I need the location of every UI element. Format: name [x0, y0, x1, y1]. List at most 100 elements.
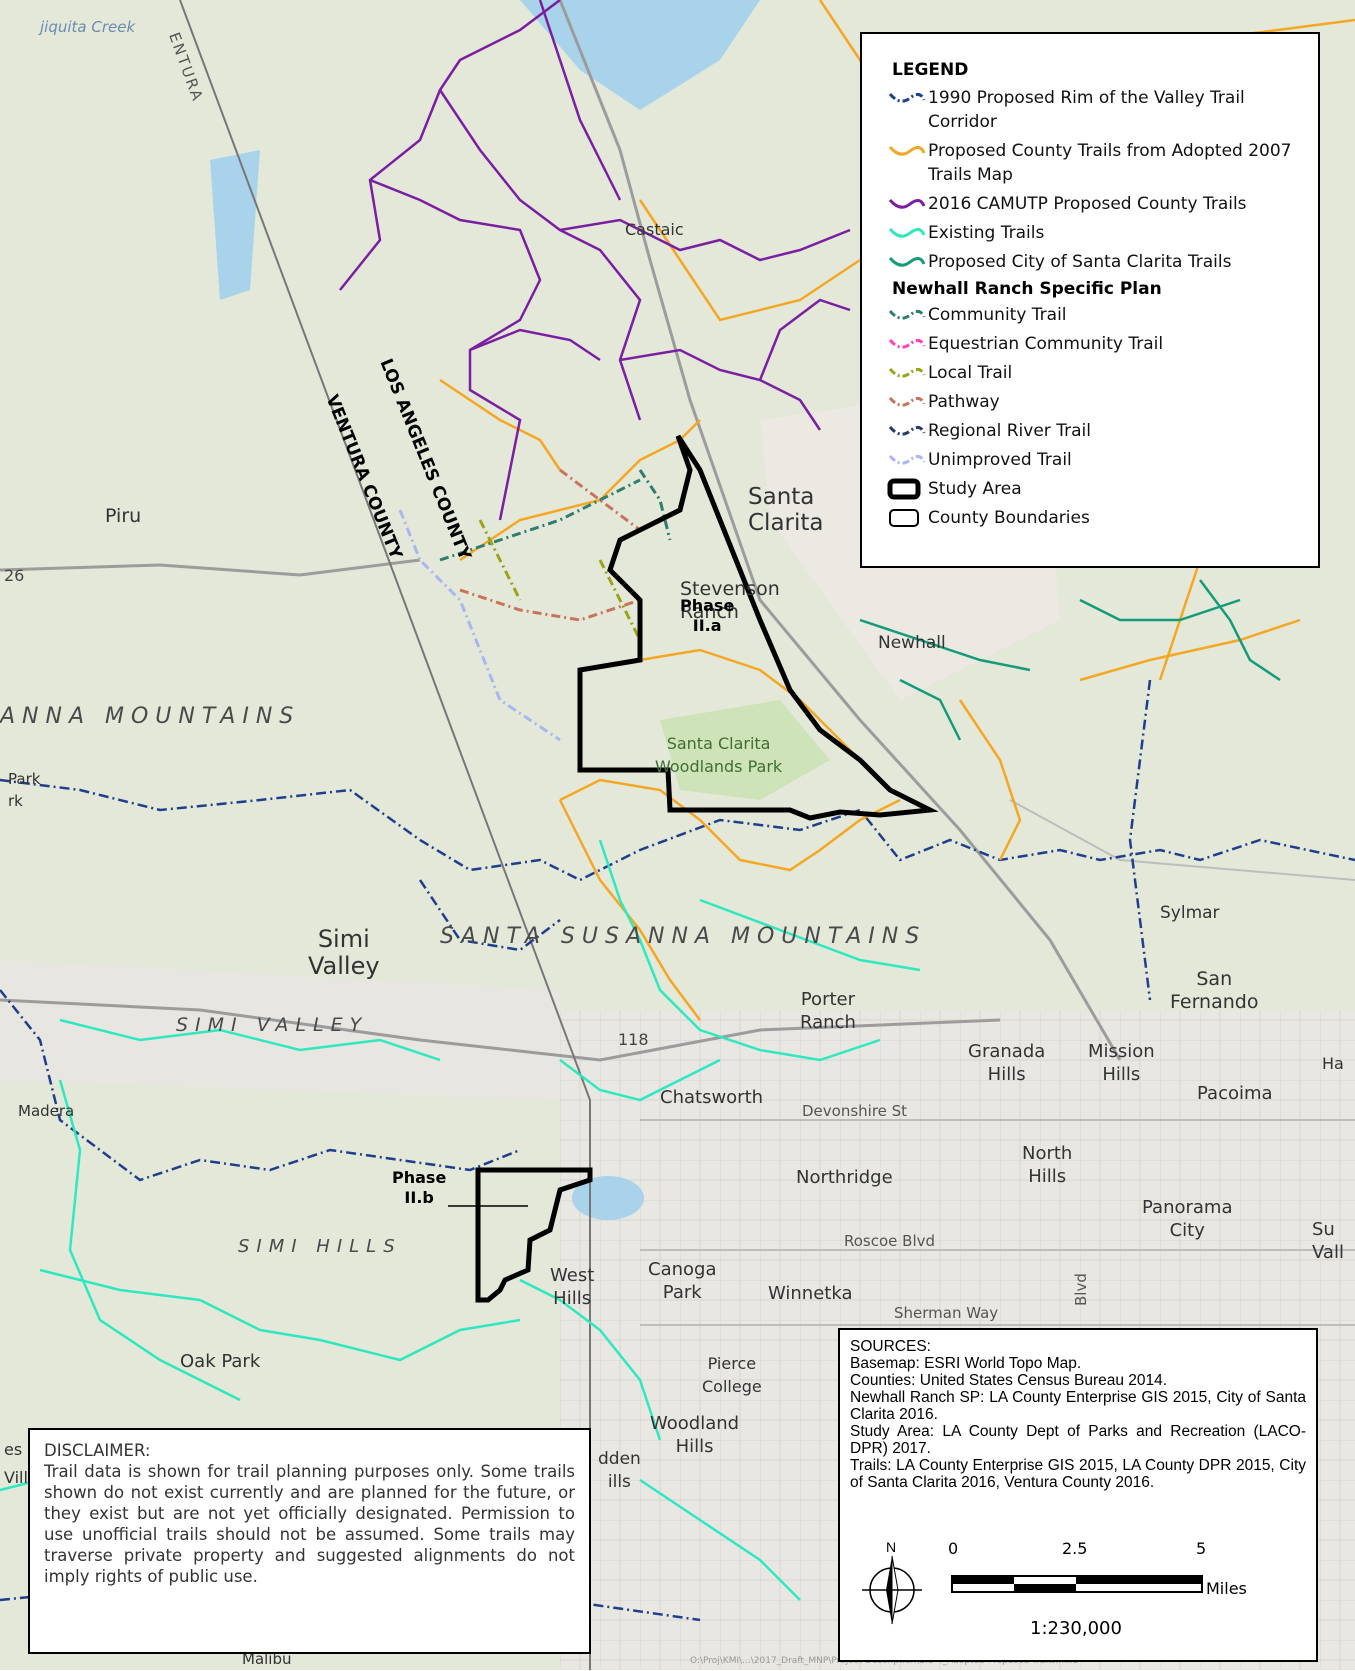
- legend-symbol-icon: [884, 477, 928, 501]
- label-hidden-hills: dden ills: [598, 1449, 641, 1492]
- label-pacoima: Pacoima: [1197, 1083, 1273, 1104]
- legend-item-label: 1990 Proposed Rim of the Valley Trail Co…: [928, 88, 1245, 132]
- park-area: [660, 700, 830, 800]
- label-castaic: Castaic: [625, 220, 684, 239]
- existing-trails: [0, 839, 921, 1601]
- label-woodlands-park: Santa Clarita Woodlands Park: [655, 734, 783, 776]
- legend-item-label: Community Trail: [928, 305, 1067, 325]
- label-santa-clarita: Santa Clarita: [748, 484, 824, 536]
- label-malibu: Malibu: [242, 1650, 292, 1668]
- label-roscoe-blvd: Roscoe Blvd: [844, 1232, 936, 1250]
- source-line: Trails: LA County Enterprise GIS 2015, L…: [850, 1457, 1306, 1491]
- sources-heading: SOURCES:: [850, 1338, 931, 1355]
- legend-item: Existing Trails: [884, 221, 1298, 245]
- label-north-hills: North Hills: [1022, 1143, 1073, 1187]
- legend-item: Pathway: [884, 390, 1298, 414]
- legend-item-label: County Boundaries: [928, 508, 1090, 528]
- legend-symbol-icon: [884, 303, 928, 327]
- legend-item: Study Area: [884, 477, 1298, 501]
- label-rk: rk: [8, 792, 23, 810]
- legend-symbol-icon: [884, 361, 928, 385]
- legend-title: LEGEND: [892, 60, 969, 80]
- sources-panel: SOURCES: Basemap: ESRI World Topo Map. C…: [838, 1328, 1318, 1662]
- scale-tick-5: 5: [1196, 1539, 1206, 1558]
- source-line: Newhall Ranch SP: LA County Enterprise G…: [850, 1389, 1306, 1423]
- label-santa-susanna-mountains: SANTA SUSANNA MOUNTAINS: [440, 924, 927, 949]
- source-line: Basemap: ESRI World Topo Map.: [850, 1355, 1082, 1372]
- label-santa-susanna-mountains-top: ANNA MOUNTAINS: [0, 704, 301, 729]
- disclaimer-panel: DISCLAIMER: Trail data is shown for trai…: [28, 1428, 591, 1654]
- legend-item-label: Proposed County Trails from Adopted 2007…: [928, 141, 1292, 185]
- label-phase-2a: Phase II.a: [680, 596, 735, 635]
- scale-unit: Miles: [1206, 1579, 1247, 1598]
- legend-subheading: Newhall Ranch Specific Plan: [892, 279, 1162, 299]
- north-label: N: [886, 1539, 896, 1555]
- newhall-ranch-trails: [398, 468, 672, 742]
- legend-item-label: Pathway: [928, 392, 1000, 412]
- source-line: Study Area: LA County Dept of Parks and …: [850, 1423, 1306, 1457]
- label-devonshire-st: Devonshire St: [802, 1102, 908, 1120]
- label-panorama-city: Panorama City: [1142, 1197, 1233, 1241]
- label-woodland-hills: Woodland Hills: [650, 1413, 740, 1457]
- castaic-lake: [520, 0, 760, 110]
- legend-item: Regional River Trail: [884, 419, 1298, 443]
- legend-symbol-icon: [884, 250, 928, 274]
- label-canoga-park: Canoga Park: [648, 1259, 717, 1303]
- label-newhall: Newhall: [878, 633, 946, 653]
- camutp-2016-trails: [339, 0, 851, 521]
- label-park: Park: [8, 770, 41, 788]
- scale-bar: 0 2.5 5 Miles 1:230,000: [948, 1539, 1247, 1639]
- legend-symbol-icon: [884, 139, 928, 163]
- roads: [0, 0, 1355, 1326]
- label-piru: Piru: [105, 505, 142, 527]
- label-sherman-way: Sherman Way: [894, 1304, 999, 1322]
- legend-item: Proposed City of Santa Clarita Trails: [884, 250, 1298, 274]
- label-oak-park: Oak Park: [180, 1351, 261, 1372]
- legend-item: 1990 Proposed Rim of the Valley Trail Co…: [884, 86, 1298, 134]
- label-stevenson-ranch: Stevenson Ranch: [680, 578, 780, 623]
- label-granada-hills: Granada Hills: [968, 1041, 1046, 1085]
- label-west-hills: West Hills: [550, 1265, 595, 1309]
- piru-lake: [210, 150, 260, 300]
- label-creek: jiquita Creek: [40, 18, 136, 36]
- legend-symbol-icon: [884, 332, 928, 356]
- north-arrow: N: [862, 1539, 922, 1625]
- legend-items: 1990 Proposed Rim of the Valley Trail Co…: [884, 86, 1298, 274]
- legend-item-label: Regional River Trail: [928, 421, 1091, 441]
- label-simi-valley-region: SIMI VALLEY: [176, 1014, 369, 1036]
- label-sun-valley: Su Vall: [1312, 1219, 1344, 1263]
- legend-item: County Boundaries: [884, 506, 1298, 530]
- legend-item: 2016 CAMUTP Proposed County Trails: [884, 192, 1298, 216]
- legend-symbol-icon: [884, 506, 928, 530]
- legend-item-label: Unimproved Trail: [928, 450, 1072, 470]
- legend-item-label: Existing Trails: [928, 223, 1045, 243]
- legend-item: Proposed County Trails from Adopted 2007…: [884, 139, 1298, 187]
- legend-item-label: Equestrian Community Trail: [928, 334, 1164, 354]
- source-line: Counties: United States Census Bureau 20…: [850, 1372, 1168, 1389]
- legend-panel: LEGEND 1990 Proposed Rim of the Valley T…: [860, 32, 1320, 568]
- simi-valley-urban: [0, 960, 560, 1100]
- study-area-phase-2b: [475, 1167, 593, 1303]
- scale-tick-0: 0: [948, 1539, 958, 1558]
- legend-item: Community Trail: [884, 303, 1298, 327]
- label-ha: Ha: [1322, 1054, 1344, 1073]
- legend-item-label: Study Area: [928, 479, 1022, 499]
- label-northridge: Northridge: [796, 1167, 893, 1188]
- scale-ratio: 1:230,000: [1030, 1618, 1122, 1639]
- label-vill: Vill: [4, 1468, 28, 1487]
- scale-and-north: N 0 2.5 5 Miles 1:230,000: [862, 1539, 1247, 1639]
- label-route-118: 118: [618, 1030, 649, 1049]
- label-winnetka: Winnetka: [768, 1283, 853, 1304]
- label-phase-2b: Phase II.b: [392, 1168, 447, 1207]
- label-sylmar: Sylmar: [1160, 903, 1220, 923]
- label-chatsworth: Chatsworth: [660, 1087, 764, 1108]
- legend-item-label: Local Trail: [928, 363, 1013, 383]
- legend-symbol-icon: [884, 448, 928, 472]
- legend-item-label: Proposed City of Santa Clarita Trails: [928, 252, 1232, 272]
- label-blvd: Blvd: [1072, 1273, 1090, 1306]
- label-san-fernando: San Fernando: [1170, 968, 1259, 1013]
- legend-symbol-icon: [884, 390, 928, 414]
